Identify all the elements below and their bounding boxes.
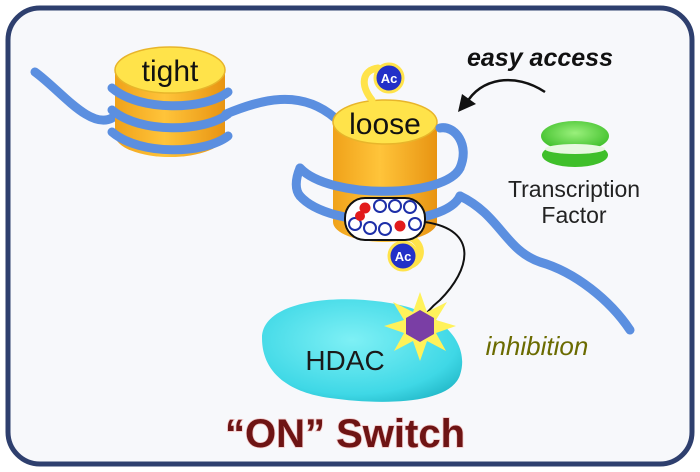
transcription-factor-label-line1: Transcription [508,176,640,202]
loose-label: loose [349,108,421,141]
acetyl-group-bottom: Ac [387,240,419,272]
acetyl-top-label: Ac [381,71,398,86]
easy-access-arrow [464,78,546,105]
acetyl-group-top: Ac [373,62,405,94]
transcription-factor [541,121,609,167]
nucleosome-tight: tight [107,46,233,157]
nucleosome-loose: loose [291,99,468,242]
transcription-factor-label-line2: Factor [541,202,607,228]
histone-tail-top [360,64,382,104]
residue-cluster [344,197,426,241]
acetyl-bottom-label: Ac [395,249,412,264]
arrowhead [458,94,476,112]
tight-label: tight [142,55,199,88]
easy-access-label: easy access [467,44,613,72]
inhibition-label: inhibition [486,331,589,361]
on-switch-title: “ON” Switch [225,412,465,456]
dna-strand-left [30,67,117,125]
dna-strand-linker [221,94,340,123]
dna-strand-right [455,191,635,335]
hdac-label: HDAC [305,345,384,376]
hdac-inhibitor-hexagon [406,310,434,342]
